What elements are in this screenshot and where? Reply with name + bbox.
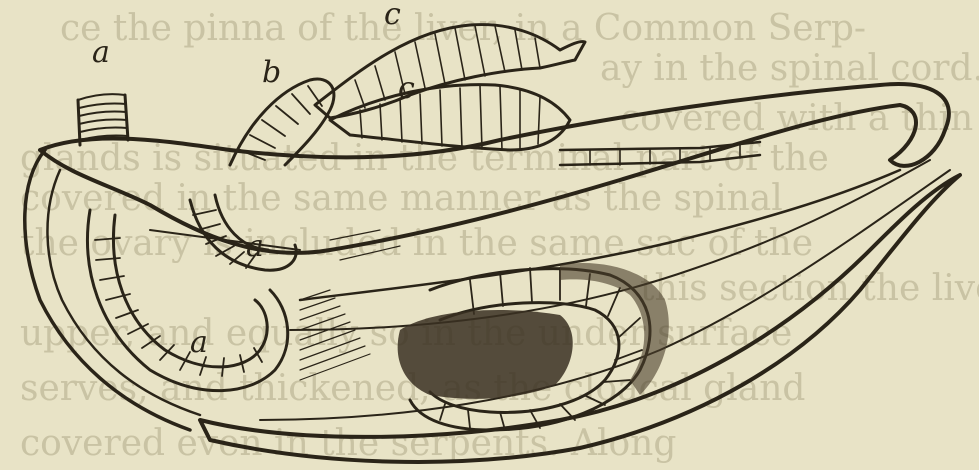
dark-glandular-mass [398,310,573,399]
label-c-lower: c [398,71,415,106]
label-a-lower: a [190,325,208,360]
label-b: b [262,55,281,90]
label-a-top: a [92,35,110,70]
label-c-upper: c [384,0,401,32]
top-tube-rings [78,94,128,140]
bleed-line: ce the pinna of the liver, in a Common S… [60,8,866,49]
bleed-line: ay in the spinal cord. A section to shew [600,48,979,89]
bleed-line: covered with a thin film of reticular ti… [620,98,979,139]
bleed-line: the ovary is included in the same sac of… [20,223,813,264]
label-a-middle: a [246,229,264,264]
